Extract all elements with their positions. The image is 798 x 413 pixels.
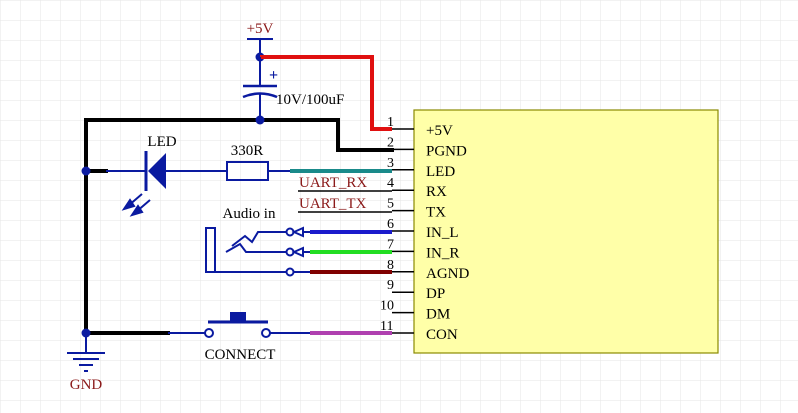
pin-name: DM — [426, 307, 450, 323]
red-5v-wire — [260, 55, 392, 131]
pin-number: 7 — [387, 237, 394, 252]
pin-name: CON — [426, 327, 458, 343]
ground-symbol — [67, 333, 105, 372]
uart-net-labels: UART_RX UART_TX — [298, 175, 392, 213]
top-black-wire — [84, 118, 394, 152]
led: LED — [106, 134, 226, 217]
module-pin: 4RX — [387, 176, 447, 200]
uart-rx-label: UART_RX — [299, 175, 367, 191]
button-contact — [204, 328, 214, 338]
module-pin: 5TX — [387, 197, 446, 221]
module-pins: 1+5V2PGND3LED4RX5TX6IN_L7IN_R8AGND9DP10D… — [380, 115, 469, 343]
audio-jack-ring — [225, 242, 286, 253]
pin-number: 2 — [387, 135, 394, 150]
button-label: CONNECT — [205, 347, 276, 363]
pin-name: IN_R — [426, 245, 459, 261]
audio-jack-tip — [231, 231, 286, 247]
push-button — [168, 312, 310, 338]
pin-name: PGND — [426, 143, 467, 159]
resistor-value: 330R — [231, 143, 264, 159]
pin-name: IN_L — [426, 225, 459, 241]
led-triangle — [148, 153, 166, 189]
capacitor: + 10V/100uF — [242, 57, 344, 120]
power-port: +5V — [247, 21, 274, 57]
power-label: +5V — [247, 21, 274, 37]
audio-contact — [285, 267, 295, 277]
pin-name: RX — [426, 184, 447, 200]
uart-tx-label: UART_TX — [299, 196, 367, 212]
led-label: LED — [147, 134, 176, 150]
cap-value: 10V/100uF — [276, 92, 344, 108]
pin-number: 1 — [387, 115, 394, 130]
led-emission-arrows — [121, 193, 151, 217]
module-pin: 9DP — [387, 278, 445, 302]
module: 1+5V2PGND3LED4RX5TX6IN_L7IN_R8AGND9DP10D… — [380, 109, 719, 354]
pin-number: 4 — [387, 176, 394, 191]
audio-label: Audio in — [223, 206, 276, 222]
module-pin: 7IN_R — [387, 237, 459, 261]
pin-name: DP — [426, 286, 445, 302]
button-cap — [230, 312, 246, 323]
cap-polarity: + — [269, 67, 278, 84]
pin-name: TX — [426, 205, 446, 221]
module-body — [413, 109, 719, 354]
pin-number: 11 — [380, 319, 393, 334]
pin-number: 6 — [387, 217, 394, 232]
pin-number: 9 — [387, 278, 394, 293]
pin-number: 3 — [387, 156, 394, 171]
cap-plate-bottom — [242, 92, 278, 99]
module-pin: 1 +5V — [387, 115, 453, 139]
audio-jack — [205, 226, 310, 277]
pin-name: +5V — [426, 123, 453, 139]
pin-name: AGND — [426, 266, 469, 282]
button-contact — [261, 328, 271, 338]
pin-number: 5 — [387, 197, 394, 212]
module-pin: 6IN_L — [387, 217, 459, 241]
signal-wires — [290, 169, 392, 335]
pin-name: LED — [426, 164, 455, 180]
ground-label: GND — [70, 377, 103, 393]
pin-number: 8 — [387, 258, 394, 273]
junction-dot — [81, 166, 91, 176]
pin-number: 10 — [380, 299, 394, 314]
audio-jack-body — [205, 227, 216, 273]
resistor: 330R — [226, 143, 290, 181]
